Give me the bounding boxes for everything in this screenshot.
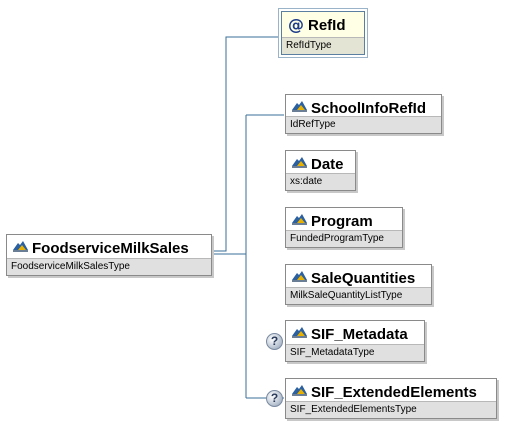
child-type: SIF_MetadataType — [286, 344, 424, 361]
optional-marker-icon: ? — [266, 333, 283, 350]
root-element-name: FoodserviceMilkSales — [32, 239, 189, 257]
root-element-type: FoodserviceMilkSalesType — [7, 258, 211, 275]
element-icon — [292, 269, 307, 287]
child-name: SIF_ExtendedElements — [311, 383, 477, 401]
element-icon — [292, 99, 307, 117]
child-node-schoolinforefid[interactable]: SchoolInfoRefId IdRefType — [285, 94, 442, 134]
element-icon — [13, 239, 28, 257]
child-name: SIF_Metadata — [311, 325, 408, 343]
root-element-node[interactable]: FoodserviceMilkSales FoodserviceMilkSale… — [6, 234, 212, 276]
child-name: SaleQuantities — [311, 269, 416, 287]
child-node-sif-extendedelements[interactable]: SIF_ExtendedElements SIF_ExtendedElement… — [285, 378, 497, 419]
attribute-node-refid[interactable]: @ RefId RefIdType — [278, 8, 368, 58]
child-node-program[interactable]: Program FundedProgramType — [285, 207, 403, 248]
attribute-type: RefIdType — [282, 37, 364, 54]
attribute-name: RefId — [308, 16, 346, 34]
child-name: Date — [311, 155, 344, 173]
child-node-sif-metadata[interactable]: SIF_Metadata SIF_MetadataType — [285, 320, 425, 362]
child-node-salequantities[interactable]: SaleQuantities MilkSaleQuantityListType — [285, 264, 432, 305]
child-type: xs:date — [286, 173, 355, 190]
child-type: MilkSaleQuantityListType — [286, 287, 431, 304]
child-type: FundedProgramType — [286, 230, 402, 247]
attribute-icon: @ — [288, 15, 304, 34]
element-icon — [292, 212, 307, 230]
child-type: SIF_ExtendedElementsType — [286, 401, 496, 418]
child-name: SchoolInfoRefId — [311, 99, 426, 117]
child-type: IdRefType — [286, 116, 441, 133]
child-node-date[interactable]: Date xs:date — [285, 150, 356, 191]
connector-root-attr — [212, 36, 278, 252]
element-icon — [292, 325, 307, 343]
optional-marker-icon: ? — [266, 390, 283, 407]
element-icon — [292, 155, 307, 173]
child-name: Program — [311, 212, 373, 230]
element-icon — [292, 383, 307, 401]
